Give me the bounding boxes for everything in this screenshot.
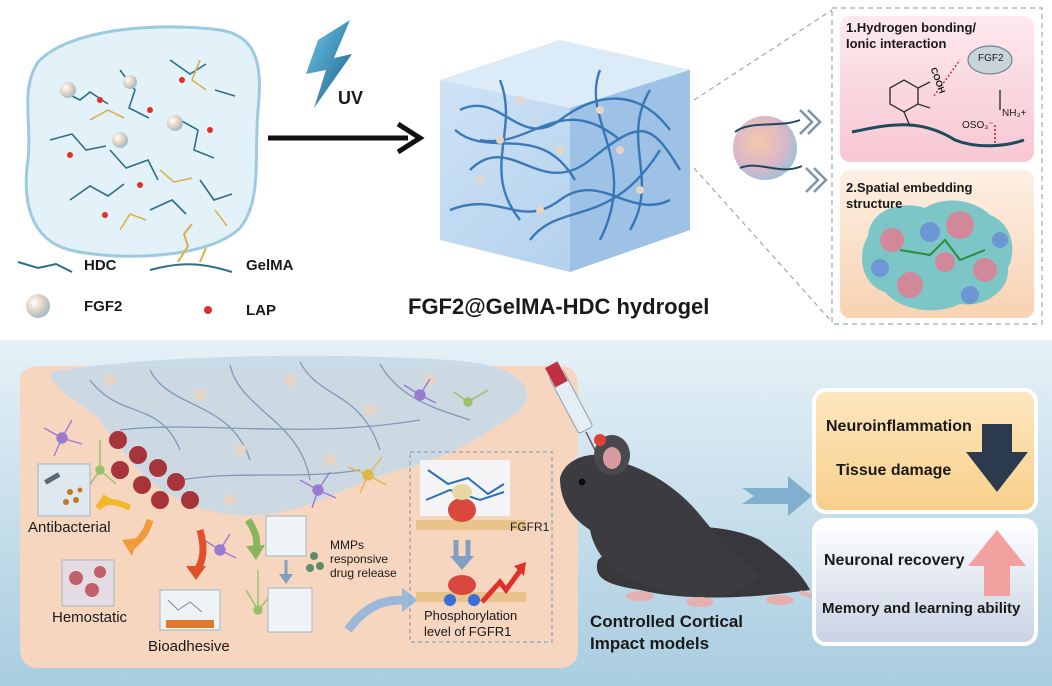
outcome-tissue-damage: Tissue damage bbox=[836, 462, 952, 479]
legend-fgf2-label: FGF2 bbox=[84, 298, 123, 315]
fgfr1-box bbox=[409, 451, 553, 643]
outcome-neuronal-recovery: Neuronal recovery bbox=[824, 552, 965, 569]
sheet-fgf2-spheres bbox=[104, 374, 436, 506]
legend-lap-label: LAP bbox=[246, 302, 276, 319]
mmp-release-icons bbox=[265, 515, 324, 633]
phospho-label-line2: level of FGFR1 bbox=[424, 624, 512, 639]
model-label-line2: Impact models bbox=[590, 634, 710, 653]
mechanism-1-title-line1: 1.Hydrogen bonding/ bbox=[846, 20, 976, 35]
hemostatic-label: Hemostatic bbox=[52, 609, 128, 626]
outcome-memory: Memory and learning ability bbox=[822, 600, 1021, 617]
mmps-label-line2: responsive bbox=[330, 552, 389, 566]
mechanism-2-title-line2: structure bbox=[846, 196, 903, 211]
zoom-lines bbox=[693, 9, 833, 323]
fgfr1-label: FGFR1 bbox=[510, 520, 550, 534]
neural-cells bbox=[43, 378, 489, 615]
bioadhesive-image-icon bbox=[159, 589, 221, 631]
precursor-solution bbox=[24, 25, 261, 258]
gelma-legend-icon bbox=[177, 223, 207, 263]
legend-gelma-label: GelMA bbox=[246, 257, 294, 274]
down-arrow-icon bbox=[966, 424, 1028, 492]
antibacterial-label: Antibacterial bbox=[28, 519, 111, 536]
fgf2-badge-label: FGF2 bbox=[978, 53, 1004, 64]
hemostatic-image-icon bbox=[61, 559, 115, 607]
protein-structure bbox=[861, 200, 1013, 311]
blood-cell-cluster bbox=[109, 431, 199, 509]
oso3-label: OSO₃⁻ bbox=[962, 120, 994, 131]
model-label-line1: Controlled Cortical bbox=[590, 612, 744, 631]
fgf2-badge-shape bbox=[967, 45, 1013, 75]
hbond-illustration bbox=[851, 45, 1025, 148]
outcome-box-decrease bbox=[812, 388, 1038, 514]
sheet-fibers bbox=[89, 361, 471, 481]
mmps-label-line3: drug release bbox=[330, 566, 397, 580]
bioadhesive-label: Bioadhesive bbox=[148, 638, 230, 655]
lap-legend-icon bbox=[204, 306, 212, 314]
fgf2-legend-icon bbox=[26, 294, 50, 318]
fgf2-loaded-sphere bbox=[733, 109, 828, 193]
hydrogel-title: FGF2@GelMA-HDC hydrogel bbox=[408, 294, 710, 319]
mechanism-1-title-line2: Ionic interaction bbox=[846, 36, 947, 51]
legend-hdc-label: HDC bbox=[84, 257, 117, 274]
uv-label: UV bbox=[338, 88, 364, 108]
outcome-neuroinflammation: Neuroinflammation bbox=[826, 418, 972, 435]
syringe-icon bbox=[545, 361, 599, 457]
mouse-illustration bbox=[560, 434, 951, 609]
nh3-label: NH₃+ bbox=[1002, 108, 1027, 119]
uv-arrow bbox=[268, 121, 425, 155]
fgfr1-illustration bbox=[416, 460, 526, 606]
up-arrow-icon bbox=[968, 530, 1026, 596]
antibacterial-image-icon bbox=[37, 463, 91, 517]
mmps-label-line1: MMPs bbox=[330, 538, 364, 552]
hdc-legend-icon bbox=[17, 261, 73, 273]
phospho-label-line1: Phosphorylation bbox=[424, 608, 518, 623]
uv-lightning-icon bbox=[306, 20, 352, 108]
hydrogel-cube bbox=[440, 40, 690, 272]
to-outcomes-arrow bbox=[742, 476, 812, 516]
legend-icons bbox=[17, 223, 233, 318]
antibacterial-arrow bbox=[95, 494, 132, 511]
mechanism-2-title-line1: 2.Spatial embedding bbox=[846, 180, 973, 195]
